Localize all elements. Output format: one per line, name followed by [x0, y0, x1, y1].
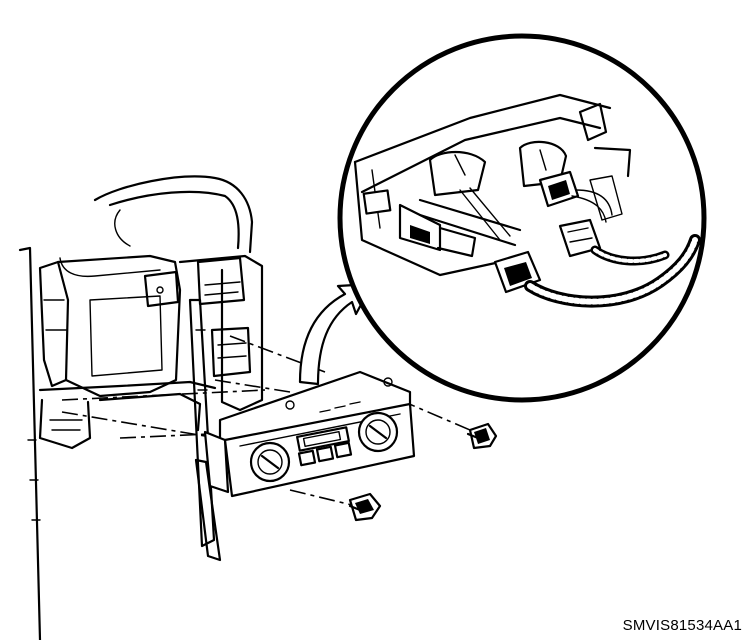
screw-upper-right	[466, 422, 498, 450]
figure-reference-code: SMVIS81534AA1	[622, 617, 742, 634]
detail-view-circle	[337, 33, 707, 403]
instrument-panel-frame	[18, 175, 264, 640]
hvac-control-head	[203, 370, 416, 498]
screw-lower	[348, 492, 382, 522]
